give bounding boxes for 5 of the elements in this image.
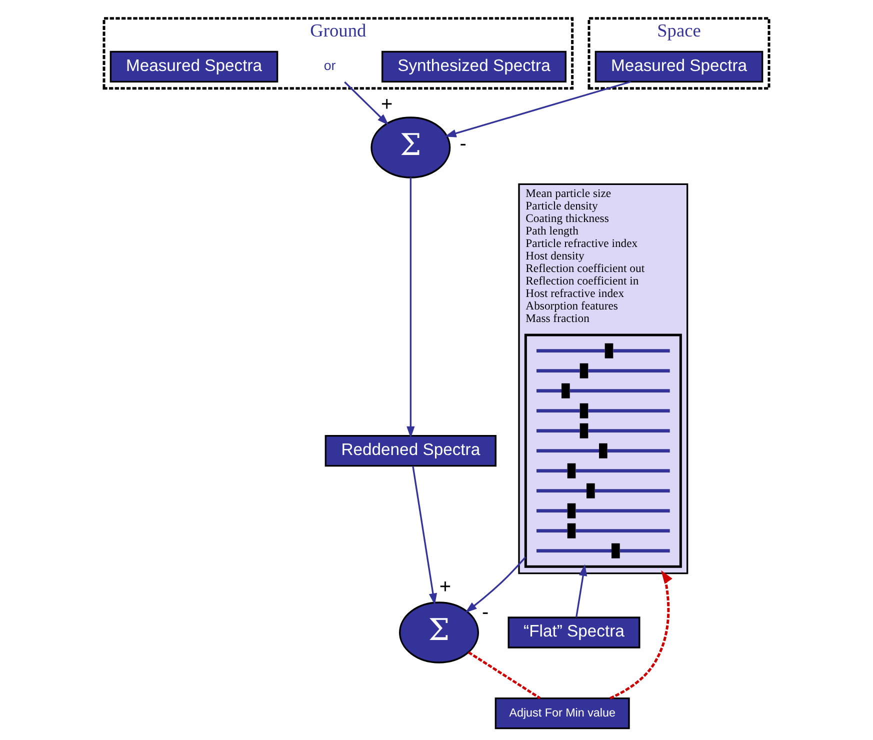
node-text: or — [324, 58, 336, 73]
edge-label: + — [381, 93, 393, 116]
edge-label: - — [482, 602, 489, 624]
edge-label: - — [460, 132, 466, 155]
edge-label: + — [439, 576, 452, 598]
